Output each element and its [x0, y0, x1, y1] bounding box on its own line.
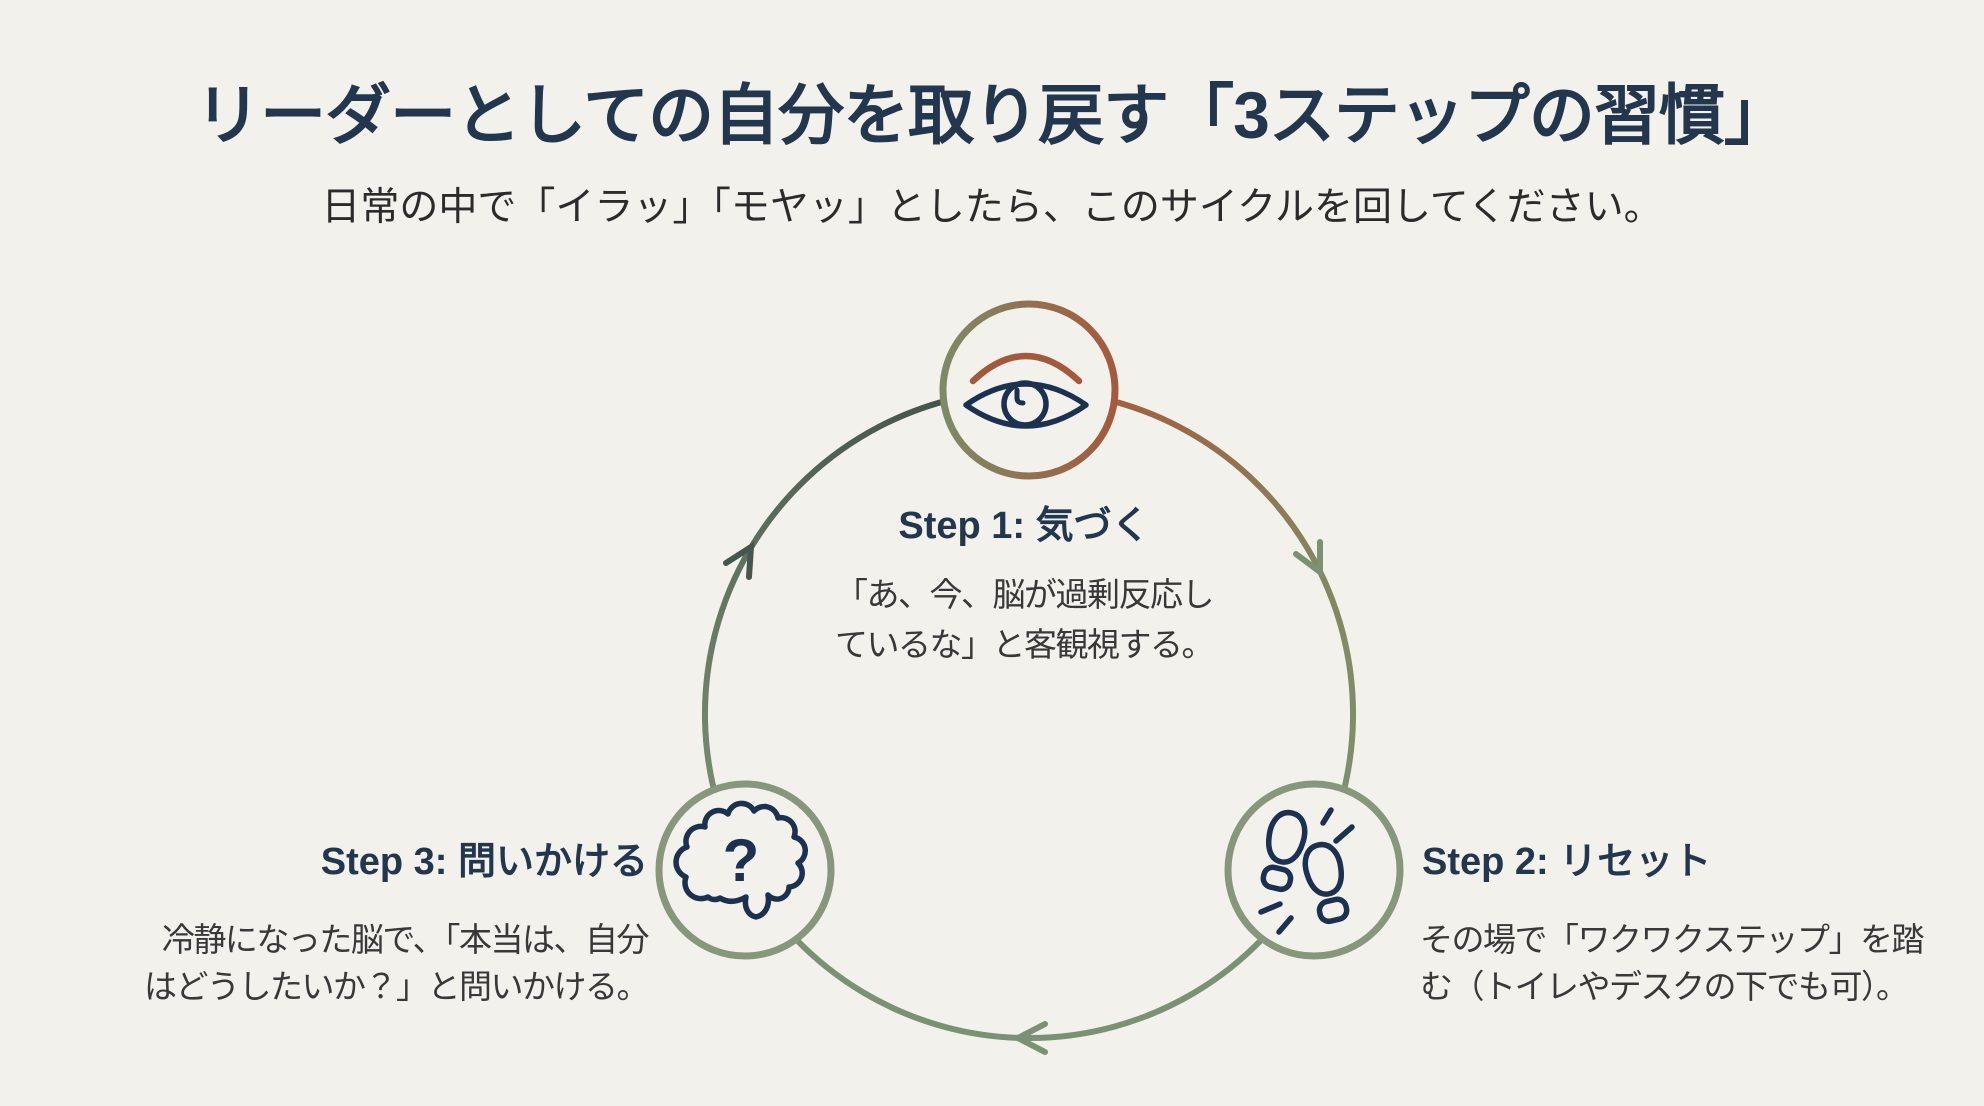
footsteps-icon — [1258, 807, 1355, 935]
step2-desc-line1: その場で「ワクワクステップ」を踏 — [1420, 921, 1925, 958]
node-step1-ring — [939, 300, 1119, 480]
step2-description: その場で「ワクワクステップ」を踏 む（トイレやデスクの下でも可）。 — [1420, 916, 1925, 1010]
cycle-arrowhead-upperleft-icon — [723, 541, 755, 580]
node-step1 — [939, 300, 1119, 480]
brain-question-icon: ? — [673, 800, 808, 920]
motion-line-bottom-1 — [1258, 901, 1283, 915]
step1-desc-line1: 「あ、今、脳が過剰反応し — [835, 576, 1215, 613]
step3-heading: Step 3: 問いかける — [320, 841, 648, 883]
page-subtitle: 日常の中で「イラッ」「モヤッ」としたら、このサイクルを回してください。 — [321, 186, 1663, 229]
node-step3: ? — [655, 780, 835, 960]
step1-heading: Step 1: 気づく — [898, 505, 1150, 547]
page-title: リーダーとしての自分を取り戻す「3ステップの習慣」 — [195, 78, 1790, 152]
eye-iris — [1001, 380, 1049, 428]
step3-desc-line2: はどうしたいか？」と問いかける。 — [144, 968, 650, 1005]
cycle-arrowhead-bottom-icon — [1011, 1021, 1048, 1055]
footprint-left — [1260, 809, 1308, 893]
step3-desc-line1: 冷静になった脳で、「本当は、自分 — [161, 921, 650, 958]
brain-outline — [673, 800, 808, 920]
eye-pupil-hand — [1014, 387, 1026, 406]
step3-description: 冷静になった脳で、「本当は、自分 はどうしたいか？」と問いかける。 — [144, 916, 650, 1010]
cycle-ring — [701, 387, 1357, 1055]
step2-heading: Step 2: リセット — [1422, 841, 1712, 883]
motion-line-top-2 — [1333, 824, 1355, 844]
footprint-right — [1302, 841, 1350, 925]
node-step2-ring — [1224, 780, 1404, 960]
step1-desc-line2: ているな」と客観視する。 — [835, 626, 1215, 663]
step1-description: 「あ、今、脳が過剰反応し ているな」と客観視する。 — [716, 570, 1332, 670]
cycle-arrowhead-right-icon — [1293, 539, 1323, 578]
motion-line-top-1 — [1320, 807, 1334, 826]
eyebrow-arc — [969, 352, 1083, 385]
cycle-arc-top-to-right — [1026, 387, 1357, 873]
eye-outline — [963, 381, 1089, 429]
brain-question-mark: ? — [723, 827, 760, 894]
node-step2 — [1224, 780, 1404, 960]
step2-desc-line2: む（トイレやデスクの下でも可）。 — [1420, 968, 1909, 1005]
motion-line-bottom-2 — [1276, 915, 1294, 935]
cycle-arc-right-to-left — [742, 867, 1316, 1041]
eye-icon — [963, 352, 1089, 429]
